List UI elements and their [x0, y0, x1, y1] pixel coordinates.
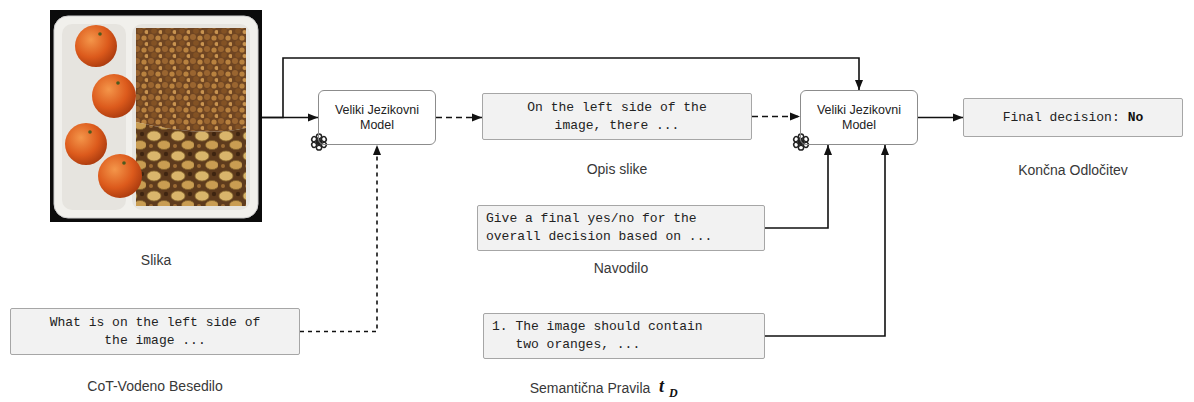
- math-symbol: t: [659, 376, 664, 396]
- openai-logo: [309, 132, 329, 152]
- model-box: Veliki Jezikovni Model: [318, 90, 436, 145]
- orange: [65, 123, 107, 165]
- orange-stem: [98, 32, 102, 36]
- dashed-arrow: [436, 117, 482, 119]
- box-caption: Semantična Pravila: [530, 380, 651, 397]
- flow-arrow: [765, 145, 828, 228]
- granola: [136, 28, 246, 132]
- food-photo: [50, 10, 262, 222]
- image-caption: Slika: [141, 252, 171, 269]
- flow-arrow: [918, 117, 963, 119]
- openai-logo: [791, 132, 811, 152]
- dashed-arrow: [752, 116, 800, 118]
- logo-petal: [793, 136, 803, 145]
- math-subscript: D: [669, 386, 678, 400]
- image-panel: Slika: [50, 10, 262, 222]
- logo-mark: [793, 134, 809, 150]
- photo-background: [50, 10, 262, 222]
- orange-stem: [116, 81, 120, 85]
- box-caption: CoT-Vodeno Besedilo: [87, 378, 222, 395]
- rule-text: 1. The image should contain two oranges,…: [492, 318, 732, 354]
- output-box: Final decision:NoKončna Odločitev: [963, 98, 1183, 137]
- box-caption: Opis slike: [587, 161, 648, 178]
- orange-stem: [122, 161, 126, 165]
- instruction-text: Give a final yes/no for the overall deci…: [486, 210, 726, 246]
- logo-petal: [311, 136, 321, 145]
- food-tray: [54, 16, 258, 218]
- text-box: 1. The image should contain two oranges,…: [483, 313, 765, 359]
- decision-text: Final decision:: [1003, 109, 1120, 127]
- model-box: Veliki Jezikovni Model: [800, 90, 918, 145]
- model-name: Veliki Jezikovni Model: [327, 103, 427, 133]
- orange: [75, 25, 117, 67]
- text-box: What is on the left side of the image ..…: [10, 308, 300, 355]
- orange-stem: [88, 130, 92, 134]
- text-box: Give a final yes/no for the overall deci…: [477, 205, 765, 251]
- orange: [92, 74, 136, 118]
- logo-ground: [309, 132, 329, 152]
- orange: [98, 154, 142, 198]
- text-box: On the left side of the image, there ...…: [482, 93, 752, 140]
- tray-compartment: [132, 24, 250, 210]
- description-text: On the left side of the image, there ...: [507, 99, 727, 135]
- logo-mark: [311, 134, 327, 150]
- dashed-arrow: [300, 145, 377, 332]
- logo-ground: [791, 132, 811, 152]
- dried-fruit: [136, 122, 246, 206]
- prompt-text: What is on the left side of the image ..…: [45, 314, 265, 350]
- box-caption: Končna Odločitev: [1018, 162, 1128, 179]
- decision-value: No: [1128, 109, 1144, 127]
- flow-arrow: [765, 145, 885, 336]
- model-name: Veliki Jezikovni Model: [809, 103, 909, 133]
- box-caption: Navodilo: [594, 260, 648, 277]
